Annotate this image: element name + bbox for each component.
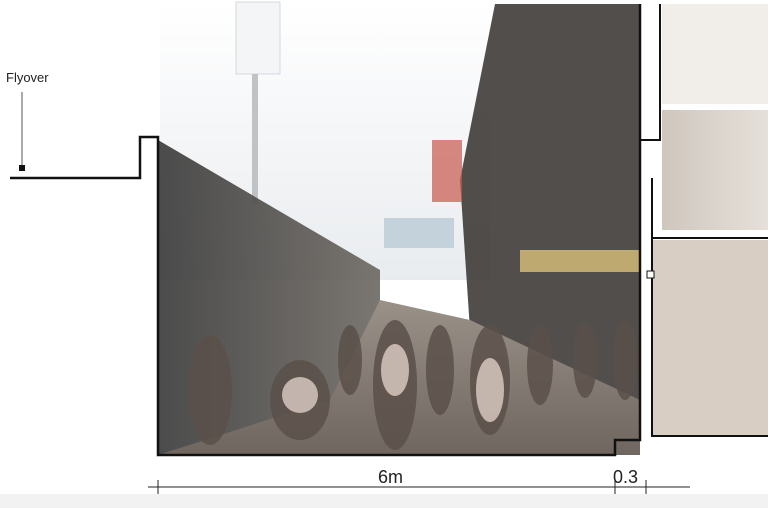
flyover-marker: [19, 165, 25, 171]
pole: [252, 74, 258, 204]
right-panel-upper: [662, 4, 768, 104]
mid-sign: [384, 218, 454, 248]
wall-offset-label: 0.3: [613, 467, 639, 487]
signboard-top: [235, 1, 281, 75]
section-outline-left: [10, 4, 642, 457]
shop-awning: [520, 250, 640, 272]
section-outline-right: [640, 4, 661, 141]
right-building-base: [651, 238, 768, 437]
street-width-label: 6m: [378, 467, 404, 487]
right-facade: [460, 4, 640, 440]
bottom-band: [0, 494, 768, 508]
crowd-highlights: [282, 344, 504, 422]
billboard-red: [432, 140, 462, 202]
outline-marker: [646, 270, 655, 279]
right-panel-mid: [662, 110, 768, 230]
flyover-label: Flyover: [6, 70, 49, 85]
right-panel-lower: [652, 240, 768, 436]
